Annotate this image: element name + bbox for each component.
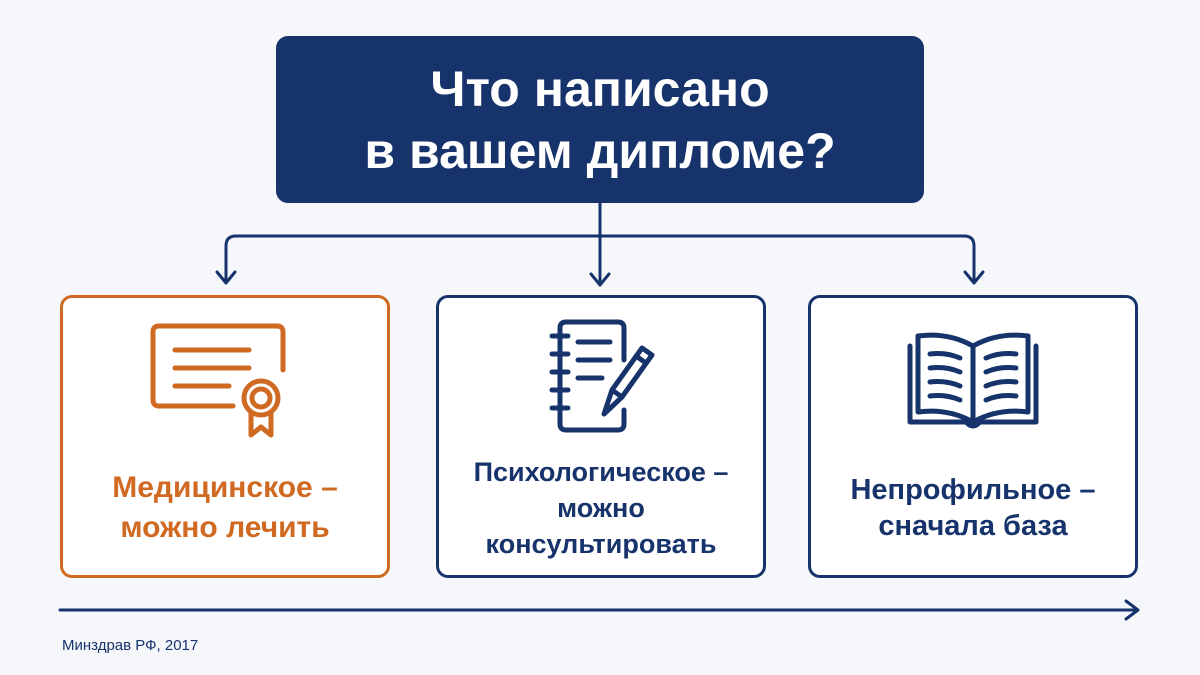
- card-psychological-line-2: можно: [557, 492, 645, 523]
- arrowhead-left: [215, 270, 237, 285]
- card-psychological-line-1: Психологическое –: [473, 456, 729, 487]
- connector-branch: [224, 234, 976, 282]
- card-medical-line-2: можно лечить: [120, 510, 330, 544]
- card-non-profile: Непрофильное – сначала база: [808, 295, 1138, 578]
- certificate-icon: [150, 323, 286, 438]
- notebook-pen-icon: [549, 319, 655, 433]
- title-box: Что написано в вашем дипломе?: [276, 36, 924, 203]
- card-psychological: Психологическое – можно консультировать: [436, 295, 766, 578]
- card-medical-line-1: Медицинское –: [112, 470, 338, 504]
- card-non-profile-line-1: Непрофильное –: [850, 473, 1096, 506]
- source-caption: Минздрав РФ, 2017: [62, 637, 199, 654]
- open-book-icon: [907, 332, 1039, 429]
- timeline-arrowhead: [1124, 599, 1140, 621]
- arrowhead-center: [589, 272, 611, 287]
- card-psychological-line-3: консультировать: [485, 528, 717, 559]
- title-line-1: Что написано: [430, 60, 770, 117]
- arrowhead-right: [963, 270, 985, 285]
- card-non-profile-label: Непрофильное – сначала база: [819, 448, 1127, 567]
- card-non-profile-line-2: сначала база: [878, 509, 1068, 542]
- title-line-2: в вашем дипломе?: [364, 122, 836, 179]
- card-medical-label: Медицинское – можно лечить: [71, 448, 379, 567]
- card-medical: Медицинское – можно лечить: [60, 295, 390, 578]
- card-psychological-label: Психологическое – можно консультировать: [447, 448, 755, 567]
